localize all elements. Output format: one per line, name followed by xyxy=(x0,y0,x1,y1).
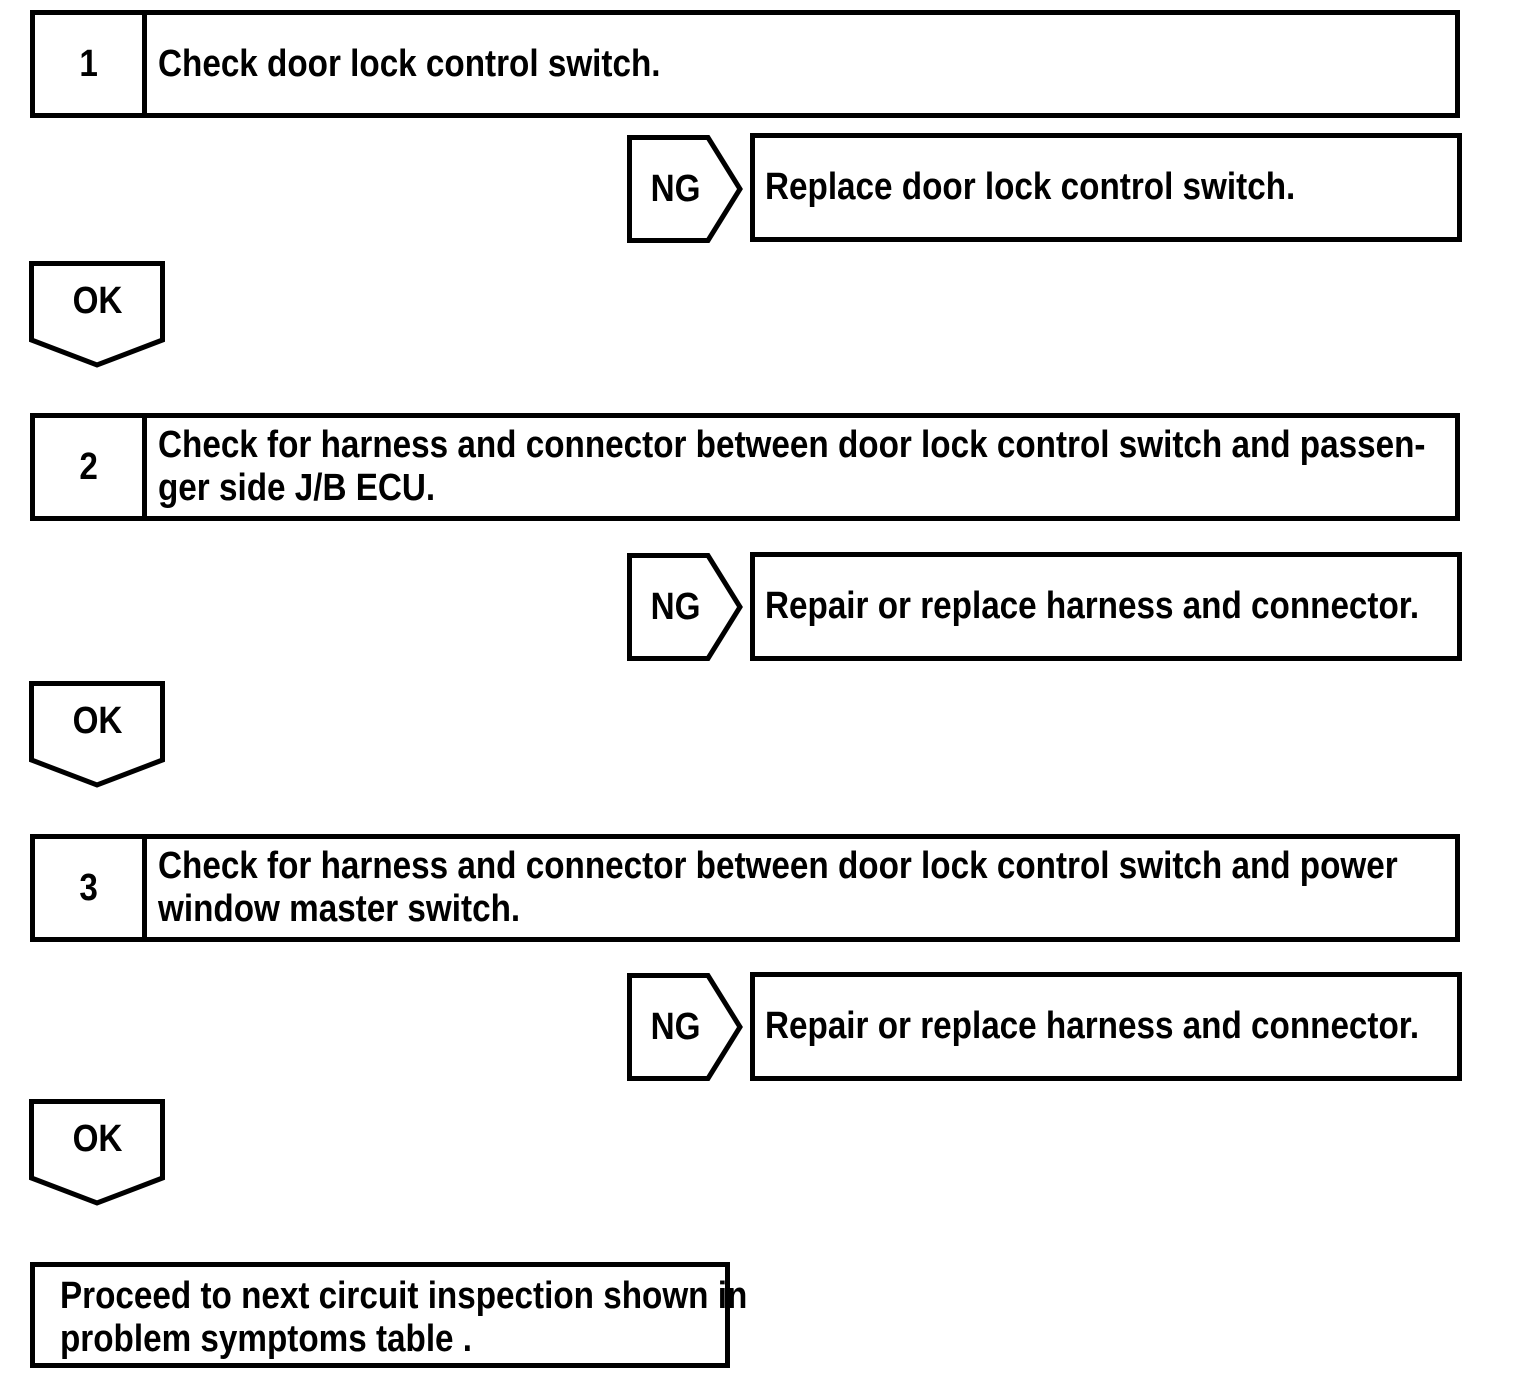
ok-label: OK xyxy=(72,1118,122,1160)
step-3-ng-arrow: NG xyxy=(627,973,743,1081)
step-1-ok-arrow: OK xyxy=(29,261,165,368)
ok-label: OK xyxy=(72,700,122,742)
step-2-box: 2 Check for harness and connector betwee… xyxy=(30,413,1460,521)
ok-arrow-icon xyxy=(29,1099,165,1206)
step-3-ng-result-box: Repair or replace harness and connector. xyxy=(750,972,1462,1081)
ng-arrow-icon xyxy=(627,135,743,243)
ok-arrow-icon xyxy=(29,261,165,368)
step-3-instruction: Check for harness and connector between … xyxy=(147,839,1520,937)
ng-label: NG xyxy=(650,1005,700,1048)
step-3-number-cell: 3 xyxy=(35,839,147,937)
step-instruction-line: Check door lock control switch. xyxy=(158,42,661,85)
step-instruction-line: window master switch. xyxy=(158,888,521,930)
ng-arrow-icon xyxy=(627,553,743,661)
step-instruction-line: Check for harness and connector between … xyxy=(158,424,1426,466)
ng-label: NG xyxy=(650,585,700,628)
step-1-instruction: Check door lock control switch. xyxy=(147,15,1455,113)
ng-result-text: Replace door lock control switch. xyxy=(765,166,1296,208)
step-instruction-line: Check for harness and connector between … xyxy=(158,845,1398,887)
step-1-ng-arrow: NG xyxy=(627,135,743,243)
step-1-box: 1 Check door lock control switch. xyxy=(30,10,1460,118)
ok-label: OK xyxy=(72,280,122,322)
step-number: 1 xyxy=(79,42,98,85)
step-1-ng-result-box: Replace door lock control switch. xyxy=(750,133,1462,242)
step-2-ok-arrow: OK xyxy=(29,681,165,788)
step-instruction-line: ger side J/B ECU. xyxy=(158,467,436,509)
step-3-box: 3 Check for harness and connector betwee… xyxy=(30,834,1460,942)
ng-result-text: Repair or replace harness and connector. xyxy=(765,1005,1420,1047)
step-2-ng-arrow: NG xyxy=(627,553,743,661)
ng-result-text: Repair or replace harness and connector. xyxy=(765,585,1420,627)
step-number: 2 xyxy=(79,445,98,488)
ng-label: NG xyxy=(650,167,700,210)
final-instruction-line: problem symptoms table . xyxy=(60,1318,473,1360)
step-2-instruction: Check for harness and connector between … xyxy=(147,418,1520,516)
step-2-number-cell: 2 xyxy=(35,418,147,516)
ng-arrow-icon xyxy=(627,973,743,1081)
step-3-ok-arrow: OK xyxy=(29,1099,165,1206)
step-2-ng-result-box: Repair or replace harness and connector. xyxy=(750,552,1462,661)
step-1-number-cell: 1 xyxy=(35,15,147,113)
final-instruction-box: Proceed to next circuit inspection shown… xyxy=(30,1262,748,1368)
step-number: 3 xyxy=(79,866,98,909)
ok-arrow-icon xyxy=(29,681,165,788)
final-instruction-line: Proceed to next circuit inspection shown… xyxy=(60,1275,748,1317)
